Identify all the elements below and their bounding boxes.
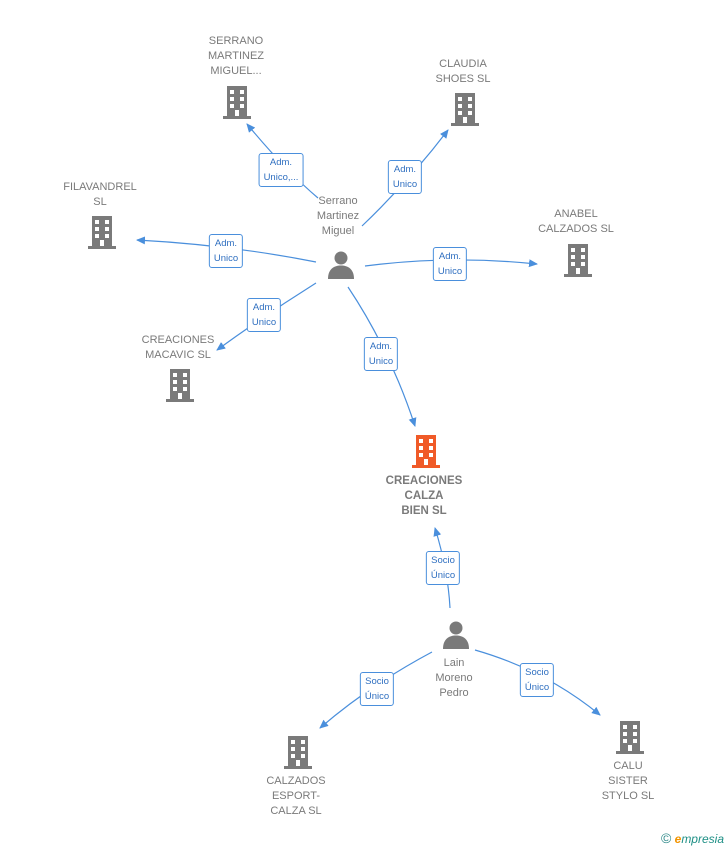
company-label[interactable]: FILAVANDREL SL <box>63 181 137 208</box>
company-label[interactable]: CLAUDIA SHOES SL <box>435 58 491 85</box>
company-label[interactable]: CREACIONES MACAVIC SL <box>141 334 215 361</box>
building-icon <box>284 736 312 769</box>
edge-label-socio-unico[interactable]: Socio Único <box>359 672 395 706</box>
company-label[interactable]: CALU SISTER STYLO SL <box>601 760 655 802</box>
brand-footer: © empresia <box>661 830 724 846</box>
edge-label-adm-unico[interactable]: Adm. Unico <box>246 298 282 332</box>
person-icon <box>443 621 469 649</box>
edge-label-socio-unico[interactable]: Socio Único <box>425 551 461 585</box>
person-label[interactable]: Lain Moreno Pedro <box>435 657 473 699</box>
building-icon <box>451 93 479 126</box>
person-label[interactable]: Serrano Martinez Miguel <box>316 195 360 237</box>
company-label[interactable]: SERRANO MARTINEZ MIGUEL... <box>207 35 265 77</box>
building-icon <box>88 216 116 249</box>
person-icon <box>328 251 354 279</box>
company-label[interactable]: CALZADOS ESPORT- CALZA SL <box>266 775 326 817</box>
building-icon <box>166 369 194 402</box>
building-icon <box>564 244 592 277</box>
company-label[interactable]: ANABEL CALZADOS SL <box>538 208 614 235</box>
edge-label-adm-unico[interactable]: Adm. Unico <box>432 247 468 281</box>
company-label-main[interactable]: CREACIONES CALZA BIEN SL <box>385 475 463 517</box>
copyright-icon: © <box>660 830 672 846</box>
brand-logo[interactable]: empresia <box>674 832 724 846</box>
edge-label-adm-unico[interactable]: Adm. Unico <box>363 337 399 371</box>
building-icon <box>223 86 251 119</box>
edge-label-socio-unico[interactable]: Socio Único <box>519 663 555 697</box>
building-icon-highlighted <box>412 435 440 468</box>
edge-label-adm-unico[interactable]: Adm. Unico <box>208 234 244 268</box>
edge-label-adm-unico[interactable]: Adm. Unico,... <box>258 153 304 187</box>
edge-label-adm-unico[interactable]: Adm. Unico <box>387 160 423 194</box>
building-icon <box>616 721 644 754</box>
